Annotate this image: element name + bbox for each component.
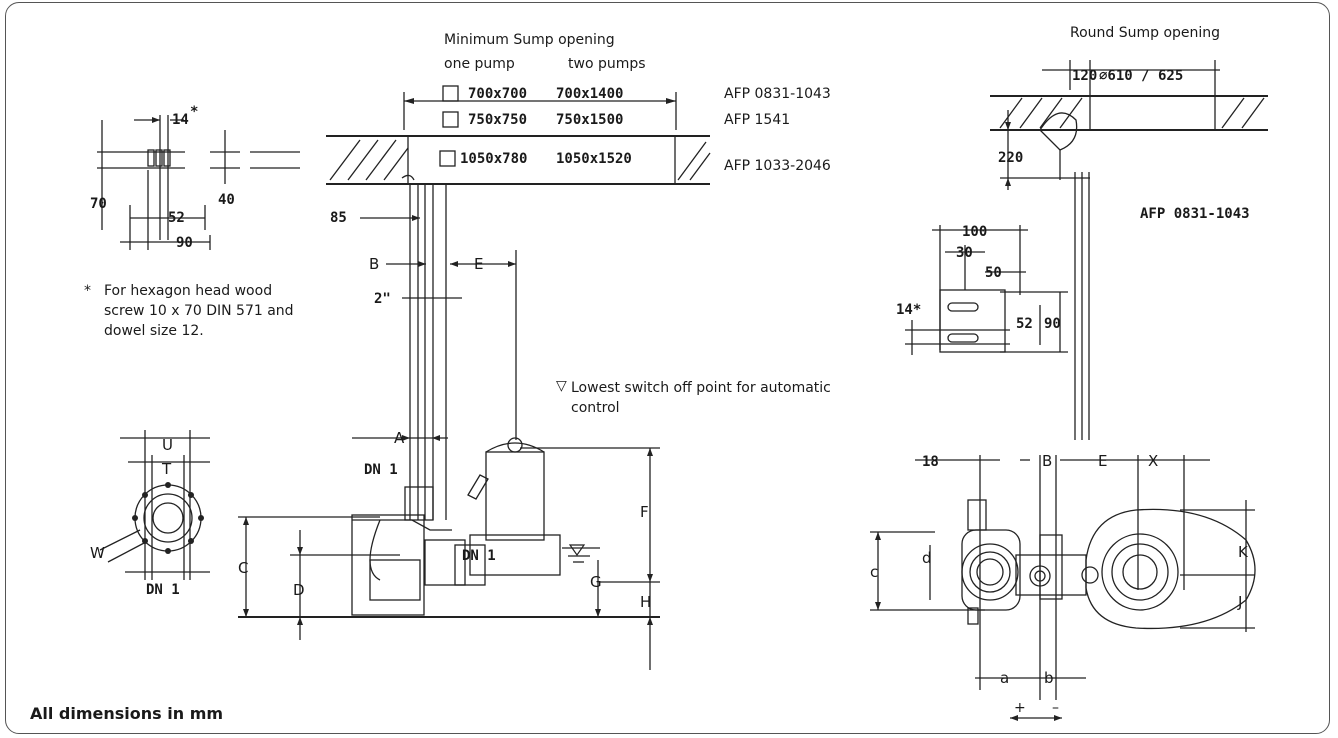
label-F: F <box>640 503 649 521</box>
label-A: A <box>394 429 405 447</box>
sump-width-dimension <box>403 92 677 130</box>
plan-label-J: J <box>1237 593 1242 611</box>
plan-label-K: K <box>1238 543 1249 561</box>
label-DN1-discharge: DN 1 <box>462 548 496 564</box>
bracket-dim-30: 30 <box>956 245 973 261</box>
label-2in: 2" <box>374 291 391 307</box>
label-E: E <box>474 255 483 273</box>
sump-row-3-model: AFP 1033-2046 <box>724 158 831 174</box>
checkbox-row-1 <box>442 85 459 102</box>
round-dim-220: 220 <box>998 150 1023 166</box>
checkbox-row-2 <box>442 111 459 128</box>
round-title: Round Sump opening <box>1070 25 1220 41</box>
label-85: 85 <box>330 210 347 226</box>
sump-row-1-one: 700x700 <box>468 86 527 102</box>
plan-label-X: X <box>1148 452 1158 470</box>
plan-label-c: c <box>870 563 878 581</box>
label-G: G <box>590 573 602 591</box>
label-H: H <box>640 593 651 611</box>
bracket-dim-100: 100 <box>962 224 987 240</box>
plan-view <box>870 455 1256 721</box>
sump-row-3-two: 1050x1520 <box>556 151 632 167</box>
rail-detail <box>97 115 240 250</box>
sump-row-2-two: 750x1500 <box>556 112 623 128</box>
pump-elevation <box>238 174 660 670</box>
bracket-detail <box>905 225 1068 355</box>
round-sump <box>990 60 1268 440</box>
plan-label-plus: + <box>1014 700 1026 716</box>
rail-dim-star: * <box>190 104 198 120</box>
plan-label-d: d <box>922 549 932 567</box>
checkbox-row-3 <box>439 150 456 167</box>
label-DN1-pipe: DN 1 <box>364 462 398 478</box>
label-C: C <box>238 559 248 577</box>
sump-col-two: two pumps <box>568 56 646 72</box>
round-dim-120: 120 <box>1072 68 1097 84</box>
label-DN1-flange: DN 1 <box>146 582 180 598</box>
bracket-dim-50: 50 <box>985 265 1002 281</box>
plan-label-minus: – <box>1052 700 1059 716</box>
label-W: W <box>90 544 105 562</box>
rail-dim-40: 40 <box>218 192 235 208</box>
switch-symbol: ▽ <box>556 378 567 394</box>
round-model: AFP 0831-1043 <box>1140 206 1250 222</box>
drawing-frame <box>5 2 1330 734</box>
sump-row-2-model: AFP 1541 <box>724 112 790 128</box>
plan-dim-18: 18 <box>922 454 939 470</box>
flange-detail <box>99 430 210 580</box>
rail-dim-52: 52 <box>168 210 185 226</box>
sump-row-2-one: 750x750 <box>468 112 527 128</box>
label-B: B <box>369 255 379 273</box>
plan-label-b: b <box>1044 669 1054 687</box>
footnote-text: For hexagon head wood screw 10 x 70 DIN … <box>104 283 294 339</box>
bracket-dim-90: 90 <box>1044 316 1061 332</box>
rail-dim-70: 70 <box>90 196 107 212</box>
sump-col-one: one pump <box>444 56 515 72</box>
sump-row-1-two: 700x1400 <box>556 86 623 102</box>
plan-label-E: E <box>1098 452 1107 470</box>
sump-row-3-one: 1050x780 <box>460 151 527 167</box>
sump-slab <box>250 135 711 185</box>
label-D: D <box>293 581 305 599</box>
bracket-dim-14: 14* <box>896 302 921 318</box>
footer-note: All dimensions in mm <box>30 704 224 723</box>
switch-note-text: Lowest switch off point for automatic co… <box>571 380 831 416</box>
round-dim-610: ⌀610 / 625 <box>1099 68 1183 84</box>
plan-label-B: B <box>1042 452 1052 470</box>
footnote-star: * <box>84 283 91 299</box>
rail-dim-14: 14 <box>172 112 189 128</box>
bracket-dim-52: 52 <box>1016 316 1033 332</box>
sump-row-1-model: AFP 0831-1043 <box>724 86 831 102</box>
label-T: T <box>161 460 172 478</box>
sump-title: Minimum Sump opening <box>444 32 615 48</box>
label-U: U <box>162 436 173 454</box>
plan-label-a: a <box>1000 669 1009 687</box>
rail-dim-90: 90 <box>176 235 193 251</box>
